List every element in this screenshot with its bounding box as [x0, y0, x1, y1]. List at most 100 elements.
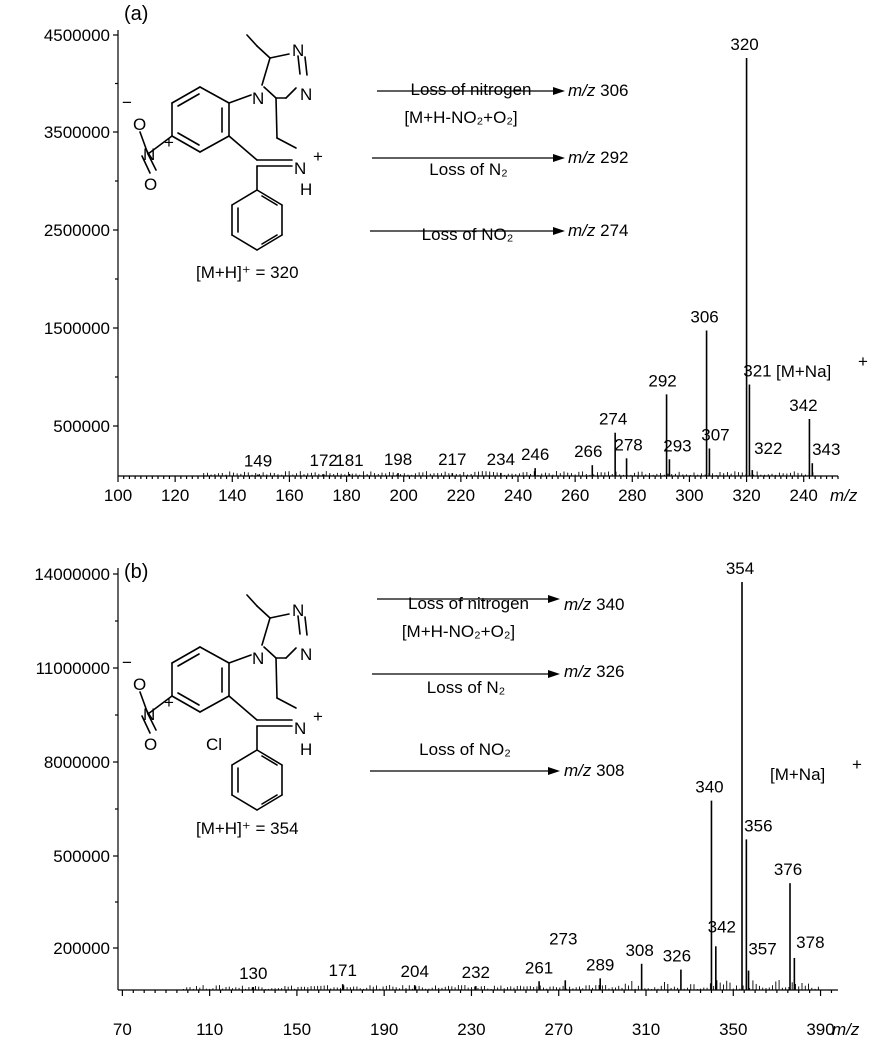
atom-n-nitro: N: [143, 705, 155, 724]
annotation-result: m/z 306: [568, 81, 628, 100]
peak-label: 266: [574, 442, 602, 461]
arrow-head: [553, 227, 565, 235]
peak-label: 204: [401, 962, 429, 981]
y-tick-label: 11000000: [36, 659, 110, 678]
peak-label: 232: [462, 963, 490, 982]
x-tick-label: 260: [561, 486, 589, 505]
panel-label: (b): [124, 561, 148, 583]
sodium-adduct-charge: +: [858, 352, 868, 371]
annotation-result: m/z 274: [568, 221, 628, 240]
annotation-text: Loss of NO₂: [422, 225, 514, 244]
fragmentation-annotation: Loss of nitrogen[M+H-NO₂+O₂]m/z 340: [377, 594, 624, 641]
annotation-text: [M+H-NO₂+O₂]: [402, 622, 515, 641]
peak-label: 172: [310, 451, 338, 470]
peak-label: 217: [438, 450, 466, 469]
y-tick-label: 3500000: [44, 123, 110, 142]
atom-h: H: [300, 740, 312, 759]
x-tick-label: 320: [732, 486, 760, 505]
charge-plus: +: [313, 707, 323, 726]
atom-n2: N: [292, 41, 304, 60]
peak-label: 181: [335, 451, 363, 470]
arrow-head: [553, 87, 565, 95]
y-tick-label: 14000000: [34, 565, 110, 584]
fragmentation-annotation: Loss of NO₂ m/z 274: [370, 221, 628, 244]
x-tick-label: 120: [161, 486, 189, 505]
y-tick-label: 200000: [53, 939, 110, 958]
annotation-text: Loss of NO₂: [419, 740, 511, 759]
atom-n1: N: [252, 89, 264, 108]
x-tick-label: 240: [790, 486, 818, 505]
peak-label: 198: [384, 450, 412, 469]
peak-label: 343: [812, 440, 840, 459]
charge-minus: −: [122, 93, 132, 112]
x-tick-label: 200: [390, 486, 418, 505]
fragmentation-annotation: Loss of NO₂ m/z 308: [370, 740, 624, 780]
annotation-result: m/z 308: [564, 761, 624, 780]
atom-cl: Cl: [206, 735, 222, 754]
peak-label: 307: [701, 425, 729, 444]
peak-label: 289: [586, 955, 614, 974]
annotation-result: m/z 292: [568, 148, 628, 167]
arrow-head: [548, 670, 560, 678]
x-tick-label: 350: [719, 1020, 747, 1039]
y-tick-label: 1500000: [44, 319, 110, 338]
atom-o-minus: O: [133, 115, 146, 134]
x-axis-label: m/z: [832, 1020, 860, 1039]
peak-label: 357: [748, 940, 776, 959]
x-tick-label: 220: [447, 486, 475, 505]
atom-o: O: [144, 735, 157, 754]
peak-label: 354: [726, 559, 754, 578]
fragmentation-annotation: Loss of nitrogen[M+H-NO₂+O₂]m/z 306: [377, 80, 628, 127]
x-tick-label: 240: [504, 486, 532, 505]
x-tick-label: 310: [632, 1020, 660, 1039]
peak-label: 293: [663, 436, 691, 455]
x-tick-label: 300: [675, 486, 703, 505]
peak-label: 292: [648, 371, 676, 390]
atom-n1: N: [252, 649, 264, 668]
fragmentation-annotation: Loss of N₂m/z 292: [372, 148, 628, 179]
atom-n3: N: [300, 85, 312, 104]
peak-label: 274: [599, 410, 627, 429]
x-tick-label: 100: [104, 486, 132, 505]
peak-label: 340: [695, 778, 723, 797]
peak-label: 246: [521, 445, 549, 464]
peak-label: 149: [244, 452, 272, 471]
peak-label: 326: [663, 947, 691, 966]
fragmentation-annotation: Loss of N₂m/z 326: [372, 662, 624, 697]
annotation-result: m/z 340: [564, 595, 624, 614]
x-tick-label: 390: [806, 1020, 834, 1039]
x-axis-label: m/z: [830, 486, 858, 505]
x-tick-label: 280: [618, 486, 646, 505]
peak-label: 306: [690, 307, 718, 326]
atom-n-nitro: N: [143, 145, 155, 164]
x-tick-label: 270: [545, 1020, 573, 1039]
peak-label: 261: [525, 958, 553, 977]
peak-label: 320: [730, 35, 758, 54]
atom-o-minus: O: [133, 675, 146, 694]
y-tick-label: 500000: [53, 417, 110, 436]
sodium-adduct-label: [M+Na]: [770, 765, 825, 784]
atom-h: H: [300, 180, 312, 199]
protonated-mass-label: [M+H]⁺ = 354: [196, 819, 299, 838]
x-tick-label: 70: [113, 1020, 132, 1039]
peak-label: 234: [487, 450, 515, 469]
peak-label: 376: [774, 860, 802, 879]
charge-minus: −: [122, 653, 132, 672]
x-tick-label: 230: [457, 1020, 485, 1039]
annotation-text: Loss of nitrogen: [411, 80, 532, 99]
x-tick-label: 110: [196, 1020, 223, 1039]
x-tick-label: 140: [218, 486, 246, 505]
peak-label: 130: [239, 964, 267, 983]
annotation-result: m/z 326: [564, 662, 624, 681]
peak-label: 321: [743, 362, 771, 381]
peak-label: 356: [744, 816, 772, 835]
x-tick-label: 180: [332, 486, 360, 505]
atom-o: O: [144, 175, 157, 194]
y-tick-label: 500000: [53, 847, 110, 866]
x-tick-label: 190: [370, 1020, 398, 1039]
peak-label: 342: [789, 396, 817, 415]
